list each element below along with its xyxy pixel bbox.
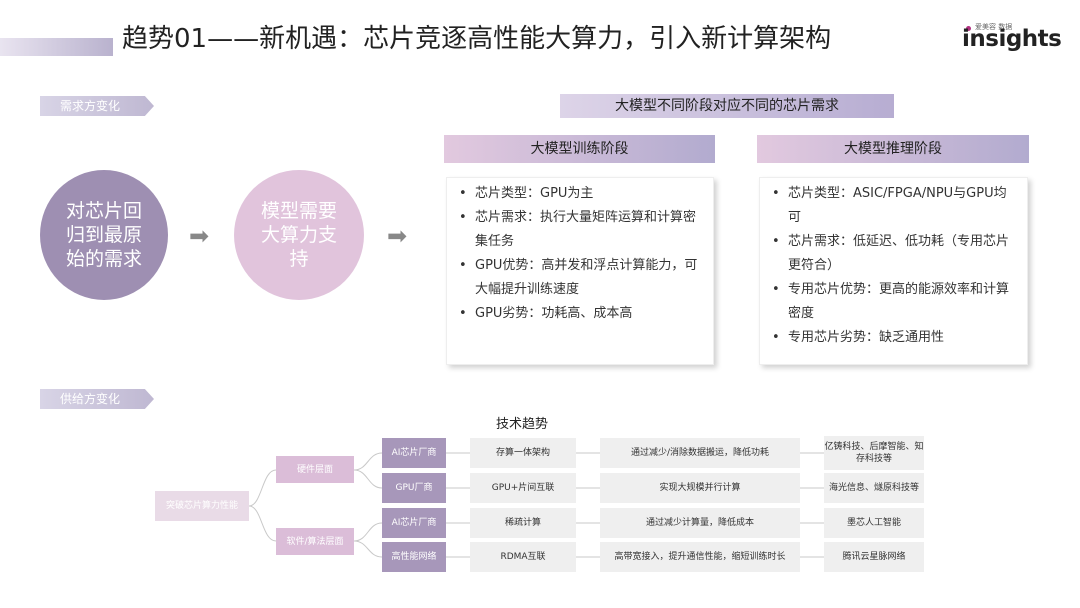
logo-dot-icon <box>966 26 971 31</box>
arrow-right-icon: ➡ <box>189 222 210 250</box>
tree-companies: 腾讯云星脉网络 <box>824 542 924 572</box>
list-item: 芯片需求：低延迟、低功耗（专用芯片更符合） <box>770 230 1017 278</box>
logo-subtext: 爱美容 数据 <box>975 23 1013 31</box>
circle-original-demand-label: 对芯片回归到最原始的需求 <box>65 200 142 270</box>
list-item: 芯片类型：ASIC/FPGA/NPU与GPU均可 <box>770 182 1017 230</box>
circle-original-demand: 对芯片回归到最原始的需求 <box>40 170 168 300</box>
demand-tag: 需求方变化 <box>40 96 154 116</box>
tree-category: GPU厂商 <box>382 473 446 503</box>
tree-node-hardware: 硬件层面 <box>276 456 354 483</box>
tree-effect: 实现大规模并行计算 <box>600 473 800 503</box>
list-item: GPU优势：高并发和浮点计算能力，可大幅提升训练速度 <box>457 254 703 302</box>
supply-tag: 供给方变化 <box>40 389 154 409</box>
circle-compute-demand: 模型需要大算力支持 <box>234 170 364 300</box>
chip-demand-header: 大模型不同阶段对应不同的芯片需求 <box>560 94 894 118</box>
list-item: 专用芯片优势：更高的能源效率和计算密度 <box>770 278 1017 326</box>
list-item: 芯片需求：执行大量矩阵运算和计算密集任务 <box>457 206 703 254</box>
tree-effect: 通过减少计算量，降低成本 <box>600 508 800 538</box>
tree-tech: 稀疏计算 <box>470 508 576 538</box>
tree-category: AI芯片厂商 <box>382 438 446 468</box>
list-item: 芯片类型：GPU为主 <box>457 182 703 206</box>
training-stage-box: 芯片类型：GPU为主 芯片需求：执行大量矩阵运算和计算密集任务 GPU优势：高并… <box>446 177 714 365</box>
tree-effect: 高带宽接入，提升通信性能，缩短训练时长 <box>600 542 800 572</box>
tree-companies: 墨芯人工智能 <box>824 508 924 538</box>
circle-compute-demand-label: 模型需要大算力支持 <box>260 200 337 270</box>
title-accent-bar <box>0 38 113 56</box>
inference-stage-box: 芯片类型：ASIC/FPGA/NPU与GPU均可 芯片需求：低延迟、低功耗（专用… <box>759 177 1028 365</box>
tree-category: AI芯片厂商 <box>382 508 446 538</box>
tree-tech: RDMA互联 <box>470 542 576 572</box>
arrow-right-icon: ➡ <box>387 222 408 250</box>
tree-companies: 亿铸科技、后摩智能、知存科技等 <box>824 436 924 470</box>
page-title: 趋势01——新机遇：芯片竞逐高性能大算力，引入新计算架构 <box>122 24 832 54</box>
list-item: 专用芯片劣势：缺乏通用性 <box>770 326 1017 350</box>
tree-companies: 海光信息、燧原科技等 <box>824 473 924 503</box>
logo: insights <box>962 26 1062 52</box>
tech-trend-title: 技术趋势 <box>496 417 549 432</box>
tree-effect: 通过减少/消除数据搬运，降低功耗 <box>600 438 800 468</box>
list-item: GPU劣势：功耗高、成本高 <box>457 302 703 326</box>
tree-tech: 存算一体架构 <box>470 438 576 468</box>
tree-root: 突破芯片算力性能 <box>155 491 249 521</box>
training-stage-header: 大模型训练阶段 <box>444 135 715 163</box>
tree-tech: GPU+片间互联 <box>470 473 576 503</box>
tree-node-software: 软件/算法层面 <box>276 528 354 555</box>
inference-stage-header: 大模型推理阶段 <box>757 135 1029 163</box>
tree-category: 高性能网络 <box>382 542 446 572</box>
